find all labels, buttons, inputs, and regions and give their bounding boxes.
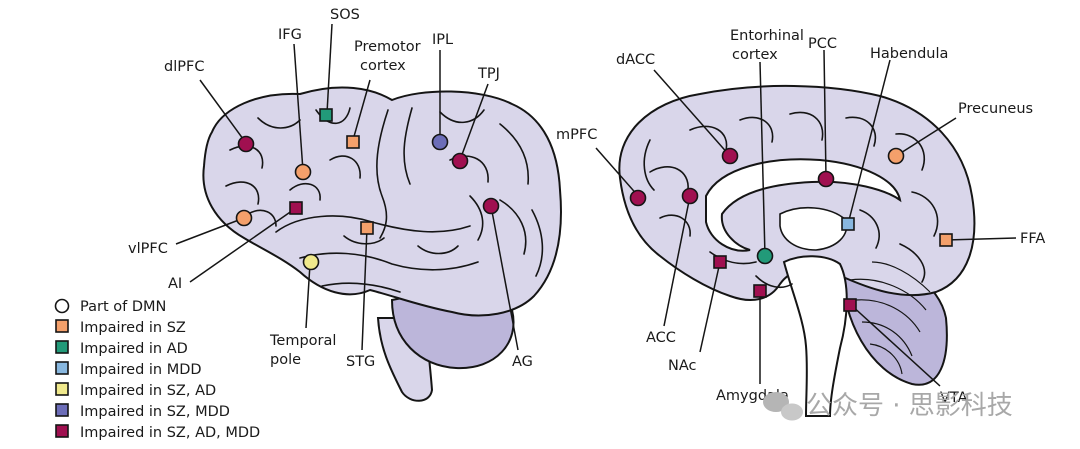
legend-label-ad: Impaired in AD <box>80 341 188 357</box>
marker-sos <box>319 108 333 122</box>
lateral-cerebrum <box>202 86 562 317</box>
legend-label-sz: Impaired in SZ <box>80 320 186 336</box>
marker-entorhinal <box>756 247 774 265</box>
marker-premotor <box>346 135 360 149</box>
legend-swatch-sz-ad <box>55 382 69 396</box>
label-tpj: TPJ <box>477 66 500 82</box>
marker-amygdala <box>753 284 767 298</box>
legend-label-dmn: Part of DMN <box>80 299 166 315</box>
legend-label-sz-ad: Impaired in SZ, AD <box>80 383 216 399</box>
legend-swatch-dmn <box>54 298 70 314</box>
marker-ifg <box>294 163 312 181</box>
watermark-text: 公众号 · 思影科技 <box>806 391 1013 421</box>
label-premotor-2: cortex <box>360 58 406 74</box>
legend-swatch-sz <box>55 319 69 333</box>
label-sos: SOS <box>330 7 360 23</box>
label-dlpfc: dlPFC <box>164 59 204 75</box>
marker-precuneus <box>887 147 905 165</box>
leader-lines <box>175 23 1017 387</box>
label-ipl: IPL <box>432 32 453 48</box>
label-ffa: FFA <box>1020 231 1045 247</box>
label-ai: AI <box>168 276 182 292</box>
label-premotor-1: Premotor <box>354 39 421 55</box>
marker-tpj <box>451 152 469 170</box>
label-pcc: PCC <box>808 36 837 52</box>
marker-habendula <box>841 217 855 231</box>
lateral-markers <box>235 108 500 271</box>
legend-swatch-sz-mdd <box>55 403 69 417</box>
marker-ipl <box>431 133 449 151</box>
marker-stg <box>360 221 374 235</box>
label-precuneus: Precuneus <box>958 101 1033 117</box>
label-habendula: Habendula <box>870 46 948 62</box>
legend-label-sz-ad-mdd: Impaired in SZ, AD, MDD <box>80 425 260 441</box>
label-mpfc: mPFC <box>556 127 597 143</box>
legend-swatch-mdd <box>55 361 69 375</box>
lateral-labels: SOS IFG Premotor cortex IPL TPJ dlPFC vl… <box>128 7 533 370</box>
label-temporal-pole-1: Temporal <box>269 333 336 349</box>
legend-label-mdd: Impaired in MDD <box>80 362 202 378</box>
medial-markers <box>629 147 953 312</box>
marker-temporal-pole <box>302 253 320 271</box>
label-vlpfc: vlPFC <box>128 241 168 257</box>
medial-sulci <box>643 111 939 289</box>
wechat-icon <box>763 392 803 421</box>
label-ifg: IFG <box>278 27 302 43</box>
marker-acc <box>681 187 699 205</box>
medial-labels: Entorhinal cortex dACC PCC Habendula Pre… <box>556 28 1045 406</box>
marker-ag <box>482 197 500 215</box>
marker-dlpfc <box>237 135 255 153</box>
label-stg: STG <box>346 354 375 370</box>
marker-vlpfc <box>235 209 253 227</box>
legend-label-sz-mdd: Impaired in SZ, MDD <box>80 404 230 420</box>
marker-vta <box>843 298 857 312</box>
legend-swatch-ad <box>55 340 69 354</box>
cerebellum-folia <box>849 261 931 375</box>
marker-pcc <box>817 170 835 188</box>
label-ag: AG <box>512 354 533 370</box>
legend-swatch-sz-ad-mdd <box>55 424 69 438</box>
marker-dacc <box>721 147 739 165</box>
label-acc: ACC <box>646 330 676 346</box>
label-vta: VTA <box>940 390 968 406</box>
label-entorhinal-1: Entorhinal <box>730 28 804 44</box>
watermark: 公众号 · 思影科技 <box>763 391 1013 421</box>
label-temporal-pole-2: pole <box>270 352 301 368</box>
marker-nac <box>713 255 727 269</box>
label-entorhinal-2: cortex <box>732 47 778 63</box>
medial-brain <box>618 84 976 417</box>
label-dacc: dACC <box>616 52 655 68</box>
marker-ai <box>289 201 303 215</box>
thalamus <box>779 206 848 251</box>
lateral-brain <box>202 86 562 402</box>
marker-mpfc <box>629 189 647 207</box>
label-nac: NAc <box>668 358 697 374</box>
legend: Part of DMN Impaired in SZ Impaired in A… <box>54 298 260 441</box>
medial-brainstem <box>782 255 848 417</box>
marker-ffa <box>939 233 953 247</box>
medial-cerebrum <box>618 84 976 301</box>
